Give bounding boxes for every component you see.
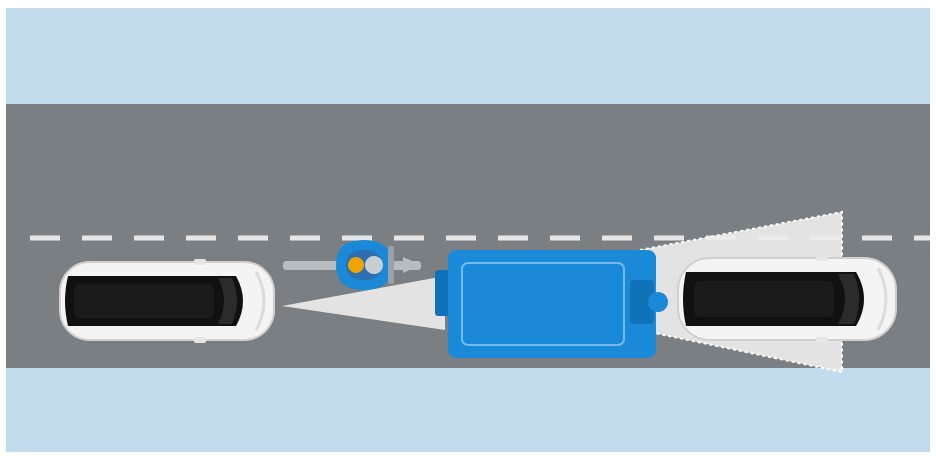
lower-roadside [6, 368, 930, 452]
truck [435, 250, 668, 358]
right-car [678, 255, 896, 343]
upper-roadside [6, 8, 930, 104]
left-car [60, 259, 274, 343]
